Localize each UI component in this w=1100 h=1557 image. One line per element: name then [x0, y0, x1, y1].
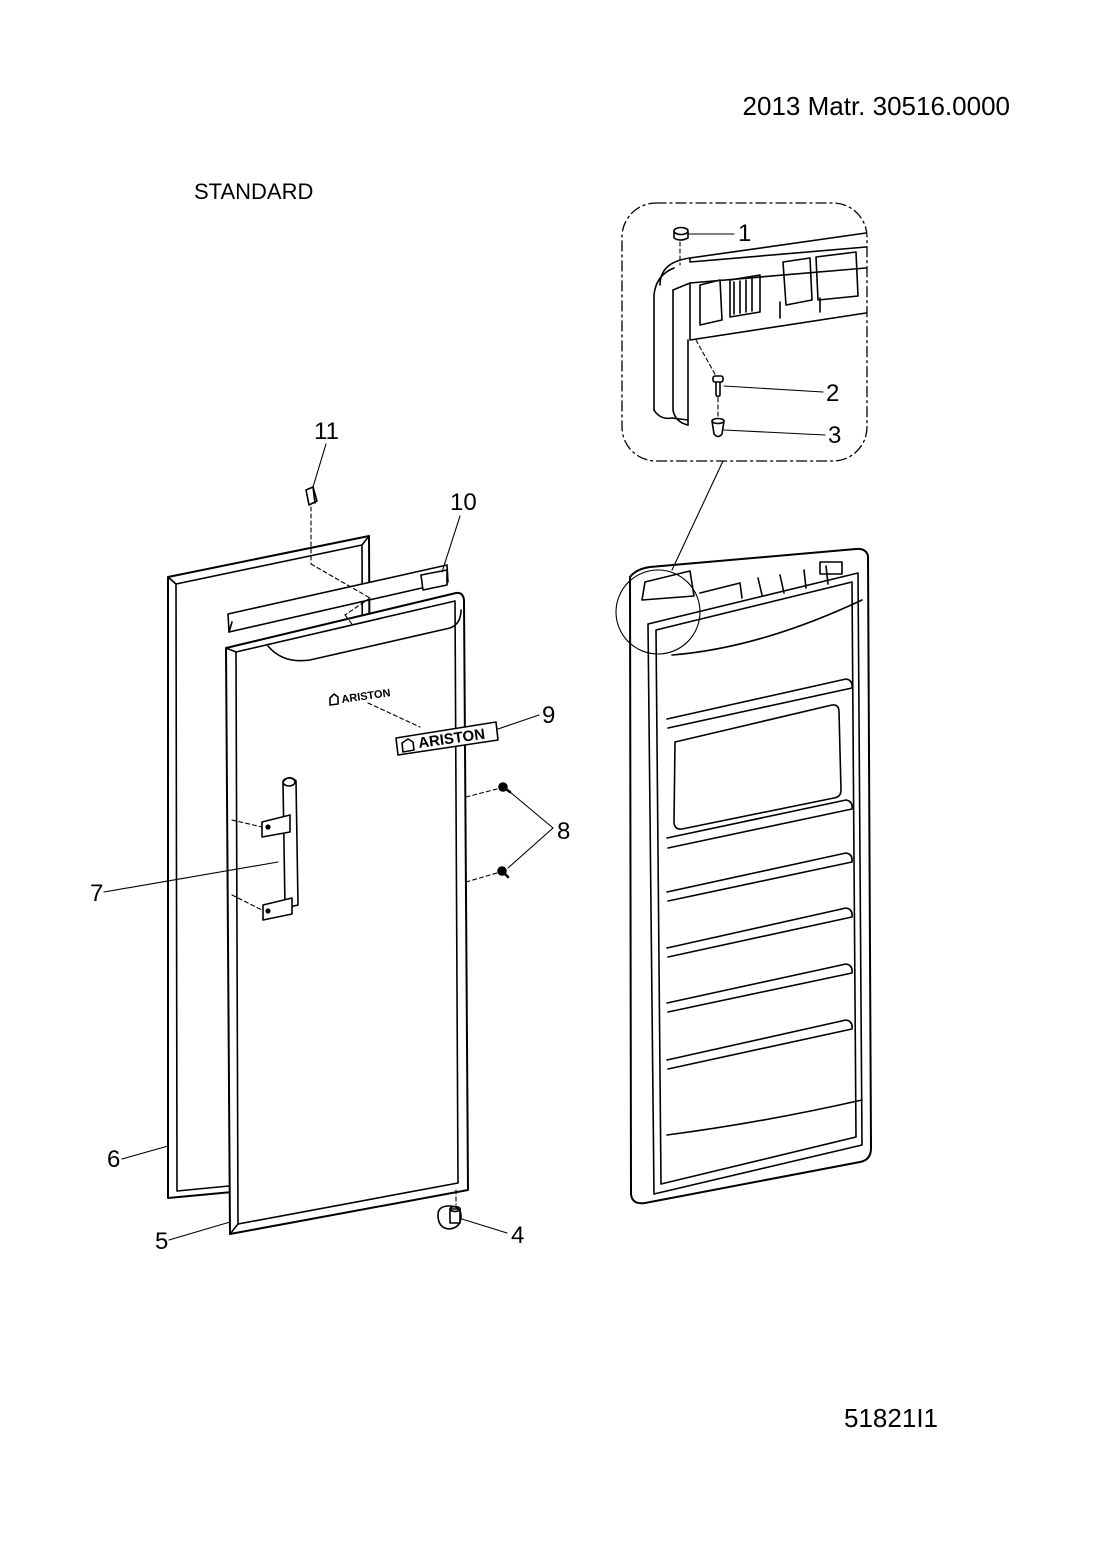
callout-9: 9: [542, 702, 556, 729]
callout-11: 11: [314, 418, 339, 445]
callout-6: 6: [107, 1146, 121, 1173]
clip-part-11: [305, 486, 318, 506]
callout-3: 3: [828, 422, 842, 449]
callout-5: 5: [155, 1228, 169, 1255]
callout-8: 8: [557, 818, 571, 845]
drawing-code: 51821I1: [844, 1403, 938, 1433]
detail-connector: [671, 460, 724, 571]
detail-circle: [615, 569, 701, 655]
callout-2: 2: [826, 380, 840, 407]
assembly-dashed-lines: [231, 241, 719, 1206]
callout-4: 4: [511, 1222, 525, 1249]
detail-inset: [621, 202, 868, 462]
screws-part-8: [497, 782, 512, 879]
inner-door-liner: [629, 547, 872, 1205]
hinge-bushing-part-4: [437, 1205, 462, 1230]
top-trim-part-10: [227, 564, 449, 633]
leader-lines: [103, 233, 826, 1241]
variant-label: STANDARD: [194, 179, 314, 204]
callout-7: 7: [90, 880, 104, 907]
callout-1: 1: [738, 220, 752, 247]
door-logo: [329, 693, 339, 706]
reference-number: 2013 Matr. 30516.0000: [742, 91, 1010, 121]
callout-10: 10: [450, 489, 477, 516]
handle-part-7: [261, 776, 299, 921]
badge-part-9: [395, 721, 499, 756]
